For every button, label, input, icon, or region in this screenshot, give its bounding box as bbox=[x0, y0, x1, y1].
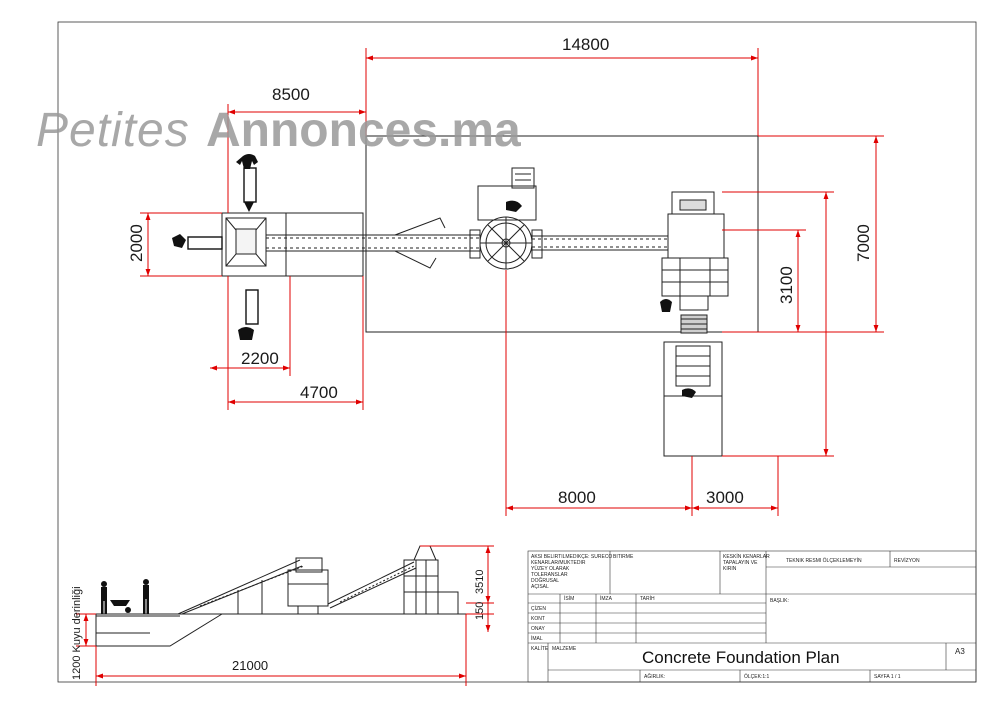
elevation-dimension-labels: 3510 150 21000 1200 Kuyu derinliği bbox=[71, 570, 486, 680]
watermark-part2: Annonces.ma bbox=[206, 104, 521, 157]
tb-row-drawn: ÇİZEN bbox=[531, 605, 546, 612]
feed-hopper bbox=[225, 217, 267, 267]
tb-edge-1: KESKİN KENARLAR bbox=[723, 553, 770, 560]
watermark-part1: Petites bbox=[36, 104, 190, 157]
plan-dimension-labels: 14800 8500 2000 7000 3100 2200 4700 8000… bbox=[127, 35, 873, 507]
tb-material-value: MALZEME bbox=[552, 646, 577, 652]
well-depth-label: 1200 Kuyu derinliği bbox=[71, 586, 83, 680]
tb-row-mfg: İMAL bbox=[531, 635, 543, 642]
tb-note-5: DOĞRUSAL bbox=[531, 577, 559, 584]
tb-heading: BAŞLIK: bbox=[770, 598, 789, 604]
title-block bbox=[527, 550, 977, 683]
tb-sheet: SAYFA 1 / 1 bbox=[874, 674, 901, 680]
well-pit bbox=[95, 613, 223, 647]
tb-row-check: KONT bbox=[531, 616, 545, 622]
sheet-border bbox=[57, 21, 977, 683]
tb-note-1: AKSI BELIRTILMEDIKÇE: SURECO bbox=[531, 554, 612, 560]
plan-dimension-lines bbox=[140, 48, 884, 516]
tb-edge-3: KIRIN bbox=[723, 566, 737, 572]
dim-2000: 2000 bbox=[127, 224, 146, 262]
tb-finish: BITIRME bbox=[613, 554, 634, 560]
block-machine bbox=[661, 191, 729, 334]
tb-note-3: YÜZEY OLARAK bbox=[531, 565, 570, 572]
tb-note-4: TOLERANSLAR bbox=[531, 572, 568, 578]
plan-view bbox=[172, 135, 759, 457]
tb-scale: ÖLÇEK:1:1 bbox=[744, 673, 770, 680]
dim-7000: 7000 bbox=[854, 224, 873, 262]
worker-figures bbox=[172, 154, 696, 398]
dim-14800: 14800 bbox=[562, 35, 609, 54]
tb-col-name: İSİM bbox=[564, 595, 574, 602]
tb-no-scale: TEKNIK RESMI ÖLÇEKLEMEYİN bbox=[786, 557, 862, 564]
dim-2200: 2200 bbox=[241, 349, 279, 368]
tb-weight: AĞIRLIK: bbox=[644, 673, 665, 680]
dim-8500: 8500 bbox=[272, 85, 310, 104]
discharge-conveyor bbox=[532, 235, 668, 251]
tb-row-approve: ONAY bbox=[531, 626, 545, 632]
center-mixer bbox=[469, 167, 543, 270]
elevation-dimension-lines bbox=[76, 545, 494, 686]
feed-conveyor bbox=[266, 217, 480, 269]
dim-21000: 21000 bbox=[232, 658, 268, 673]
drawing-title: Concrete Foundation Plan bbox=[642, 648, 840, 667]
tb-col-date: TARİH bbox=[640, 595, 655, 602]
main-foundation-slab bbox=[365, 135, 759, 333]
dim-3100: 3100 bbox=[777, 266, 796, 304]
tb-col-sign: İMZA bbox=[600, 595, 613, 602]
elevation-view bbox=[95, 545, 466, 647]
tb-note-6: AÇISAL bbox=[531, 584, 549, 590]
elevation-workers bbox=[101, 579, 149, 614]
title-block-text: AKSI BELIRTILMEDIKÇE: SURECO KENARLAR/MU… bbox=[531, 553, 965, 680]
dim-150: 150 bbox=[474, 602, 486, 620]
tb-note-2: KENARLAR/MUKTEDIR bbox=[531, 560, 586, 566]
tb-edge-2: TAPALAYIN VE bbox=[723, 560, 758, 566]
watermark: Petites Annonces.ma bbox=[36, 104, 521, 157]
dim-3510: 3510 bbox=[474, 570, 486, 594]
tb-revision: REVİZYON bbox=[894, 557, 920, 564]
tb-size: A3 bbox=[955, 647, 965, 656]
tb-material: KALİTE bbox=[531, 645, 549, 652]
lower-foundation bbox=[663, 341, 723, 457]
dim-3000: 3000 bbox=[706, 488, 744, 507]
dim-4700: 4700 bbox=[300, 383, 338, 402]
dim-8000: 8000 bbox=[558, 488, 596, 507]
